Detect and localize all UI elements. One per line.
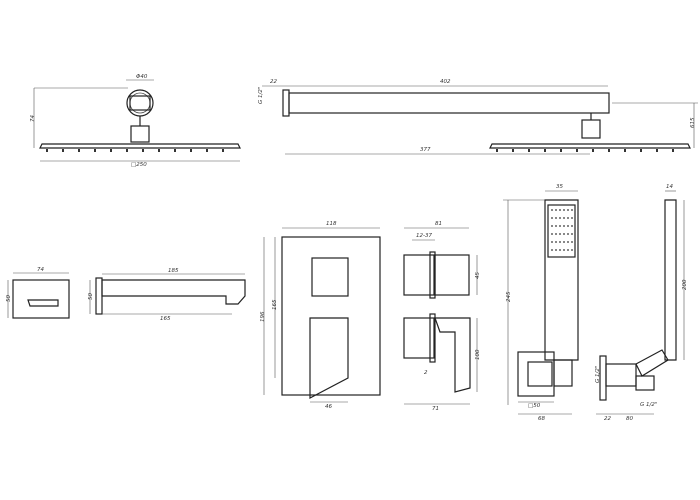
nozzle bbox=[672, 149, 674, 152]
nozzle bbox=[78, 149, 80, 152]
shower-plate-side bbox=[489, 143, 691, 149]
arm-connector bbox=[130, 125, 150, 143]
dim-lever-100: 100 bbox=[475, 349, 481, 360]
dim-thread-2: G 1/2" bbox=[640, 402, 657, 408]
nozzle bbox=[174, 149, 176, 152]
shower-plate bbox=[39, 143, 241, 149]
dim-mixer-h196: 196 bbox=[260, 311, 266, 322]
spray-face bbox=[547, 204, 576, 258]
nozzle bbox=[94, 149, 96, 152]
hand-shower-side-body bbox=[664, 199, 677, 361]
side-plate-lower bbox=[429, 313, 436, 363]
mixer-cover-plate bbox=[281, 236, 381, 396]
dim-thread: G 1/2" bbox=[258, 87, 264, 104]
dim-mixer-width: 118 bbox=[326, 221, 337, 227]
dim-plate-size: □250 bbox=[131, 162, 147, 168]
nozzles bbox=[46, 149, 224, 152]
hand-shower-side-view: 14 200 G 1/2" G 1/2" 22 80 bbox=[595, 184, 688, 422]
dim-bracket-width: 68 bbox=[538, 416, 545, 422]
dim-spout-reach: 165 bbox=[160, 316, 171, 322]
dim-mixer-depth: 81 bbox=[435, 221, 442, 227]
dim-lever-width: 46 bbox=[325, 404, 332, 410]
dim-side-reach: 80 bbox=[626, 416, 633, 422]
mixer-side-body-lower bbox=[403, 317, 435, 359]
hand-shower-front-view: 35 245 □50 68 bbox=[503, 184, 579, 422]
nozzle bbox=[222, 149, 224, 152]
dim-spout-length: 185 bbox=[168, 268, 179, 274]
spout-wall-plate bbox=[95, 277, 103, 315]
nozzle bbox=[110, 149, 112, 152]
knob-band bbox=[129, 95, 151, 111]
knob-side bbox=[434, 254, 470, 296]
spout-side-view: 185 50 165 bbox=[88, 268, 246, 322]
lever-side bbox=[434, 317, 471, 393]
nozzle bbox=[560, 149, 562, 152]
mixer-side-view: 81 12-37 45 100 2 71 bbox=[403, 221, 481, 412]
nozzle bbox=[496, 149, 498, 152]
dim-mixer-total-depth: 71 bbox=[432, 406, 439, 412]
dim-hand-width: 35 bbox=[556, 184, 563, 190]
dim-hand-length: 200 bbox=[682, 279, 688, 290]
nozzle bbox=[624, 149, 626, 152]
nozzle bbox=[656, 149, 658, 152]
spout-front-body bbox=[12, 279, 70, 319]
mixer-lever bbox=[309, 317, 349, 399]
nozzle bbox=[142, 149, 144, 152]
nozzle bbox=[206, 149, 208, 152]
dim-drop: 615 bbox=[690, 117, 696, 128]
dim-mixer-h165: 165 bbox=[272, 299, 278, 310]
mixer-side-body bbox=[403, 254, 435, 296]
mixer-front-view: 118 165 196 46 bbox=[260, 221, 381, 410]
dim-bracket-square: □50 bbox=[528, 403, 541, 409]
wall-flange bbox=[282, 89, 290, 117]
nozzle bbox=[544, 149, 546, 152]
dim-spout-height: 50 bbox=[6, 295, 12, 302]
dim-arm-length: 402 bbox=[440, 79, 451, 85]
spray-face-nozzles bbox=[551, 209, 573, 251]
dim-knob-45: 45 bbox=[475, 272, 481, 279]
nozzle bbox=[640, 149, 642, 152]
spout-body bbox=[101, 279, 246, 305]
dim-wall-offset: 22 bbox=[270, 79, 277, 85]
wall-bracket bbox=[517, 351, 555, 397]
nozzle bbox=[46, 149, 48, 152]
dim-thread-1: G 1/2" bbox=[595, 366, 601, 383]
hand-shower-body bbox=[544, 199, 579, 361]
ceiling-knob-circle bbox=[126, 89, 154, 117]
dim-head-height: 74 bbox=[30, 115, 36, 122]
nozzle bbox=[528, 149, 530, 152]
dim-knob-diameter: Φ40 bbox=[136, 74, 148, 80]
dim-spout-side-height: 50 bbox=[88, 293, 94, 300]
bracket-arm-side bbox=[635, 349, 669, 377]
dim-side-offset: 22 bbox=[604, 416, 611, 422]
nozzle bbox=[608, 149, 610, 152]
spout-outlet bbox=[27, 299, 59, 307]
nozzles-side bbox=[496, 149, 674, 152]
nozzle bbox=[126, 149, 128, 152]
wall-arm-side-view: 22 402 G 1/2" 615 377 bbox=[258, 79, 698, 155]
diverter-knob bbox=[311, 257, 349, 297]
dim-spout-width: 74 bbox=[37, 267, 44, 273]
nozzle bbox=[190, 149, 192, 152]
nozzle bbox=[158, 149, 160, 152]
head-connector bbox=[581, 119, 601, 139]
dim-gap: 2 bbox=[424, 370, 428, 376]
bracket-holder bbox=[527, 361, 553, 387]
hose-outlet bbox=[553, 359, 573, 387]
nozzle bbox=[62, 149, 64, 152]
shower-arm bbox=[288, 92, 610, 114]
nozzle bbox=[512, 149, 514, 152]
hose-outlet-side bbox=[635, 375, 655, 391]
dim-hand-height: 245 bbox=[506, 291, 512, 302]
spout-front-view: 74 50 bbox=[6, 267, 70, 319]
nozzle bbox=[576, 149, 578, 152]
bracket-side-body bbox=[605, 363, 637, 387]
dim-reach: 377 bbox=[420, 147, 431, 153]
dim-adjust-range: 12-37 bbox=[416, 233, 432, 239]
dim-hand-depth: 14 bbox=[666, 184, 673, 190]
nozzle bbox=[592, 149, 594, 152]
shower-head-front-view: Φ40 74 □250 bbox=[30, 74, 241, 168]
